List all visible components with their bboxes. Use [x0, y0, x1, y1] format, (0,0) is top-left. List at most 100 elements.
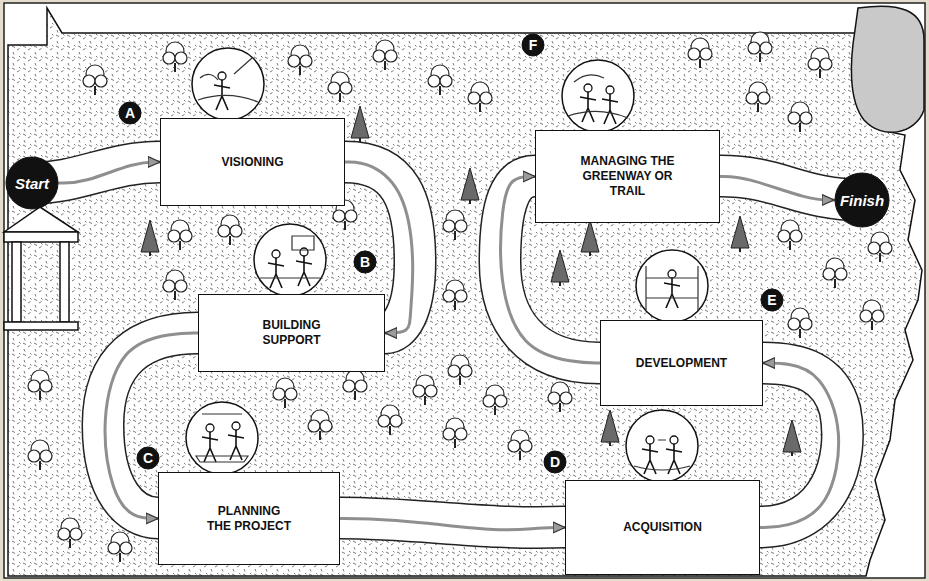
illustration-sketch: [634, 440, 690, 470]
tree: [860, 300, 884, 330]
illustration-circle: [254, 224, 326, 296]
step-letter: D: [550, 455, 560, 469]
stage-box: VISIONING: [160, 118, 345, 206]
circle-outline: [544, 451, 566, 473]
stage-box: ACQUISITION: [565, 480, 760, 575]
capitol-column: [60, 242, 69, 322]
pine: [601, 410, 619, 446]
stage-box: MANAGING THE GREENWAY OR TRAIL: [535, 130, 720, 223]
building-support-illustration: [254, 224, 326, 296]
flow-arrow: [59, 162, 160, 183]
stage-label: DEVELOPMENT: [636, 356, 727, 371]
tree: [28, 370, 52, 400]
tree: [448, 355, 472, 385]
acquisition-illustration: [626, 410, 698, 482]
tree: [428, 65, 452, 95]
step-letter-circle: B: [353, 250, 377, 274]
pine: [551, 250, 569, 286]
tree: [443, 210, 467, 240]
circle-outline: [119, 102, 141, 124]
stage-illustrations: [186, 48, 708, 482]
stage-box: BUILDING SUPPORT: [198, 294, 385, 372]
panel: [4, 3, 925, 578]
step-letter: A: [125, 106, 135, 120]
person: [296, 248, 312, 286]
stage-label: ACQUISITION: [623, 520, 702, 535]
pine: [731, 216, 749, 252]
circle-outline: [522, 34, 544, 56]
circle-outline: [6, 157, 58, 209]
tree: [288, 45, 312, 75]
tree: [308, 410, 332, 440]
terminal-label: Finish: [840, 193, 884, 208]
step-letter: E: [767, 293, 776, 307]
tree: [413, 375, 437, 405]
tree: [868, 232, 892, 262]
step-letter-circle: C: [136, 446, 160, 470]
trail: [32, 162, 862, 527]
tree: [746, 82, 770, 112]
planning-illustration: [186, 402, 258, 474]
tree: [83, 65, 107, 95]
tree: [163, 270, 187, 300]
stage-label: MANAGING THE GREENWAY OR TRAIL: [578, 154, 678, 199]
person: [580, 84, 596, 122]
step-letter-circle: D: [543, 450, 567, 474]
person: [664, 270, 680, 308]
illustration-circle: [562, 60, 634, 132]
tree: [328, 72, 352, 102]
flow-arrow: [760, 363, 839, 528]
stage-box: PLANNING THE PROJECT: [158, 472, 340, 565]
tree: [273, 378, 297, 408]
tree: [218, 215, 242, 245]
illustration-circle: [186, 402, 258, 474]
terminal-label: Start: [15, 176, 49, 191]
tree: [748, 32, 772, 62]
tree: [168, 220, 192, 250]
stage-label: BUILDING SUPPORT: [248, 318, 335, 348]
stage-label: VISIONING: [221, 155, 283, 170]
tree: [373, 40, 397, 70]
pine: [351, 106, 369, 142]
capitol-column: [12, 242, 21, 322]
pine: [461, 168, 479, 204]
stage-box: DEVELOPMENT: [600, 320, 763, 406]
tree: [508, 430, 532, 460]
illustration-circle: [192, 48, 264, 120]
flow-arrow: [340, 519, 565, 530]
person: [228, 422, 244, 460]
flow-arrow: [720, 177, 834, 201]
illustration-sketch: [260, 236, 320, 278]
illustration-sketch: [198, 58, 258, 102]
tree: [163, 42, 187, 72]
terminal-circle: Start: [5, 156, 59, 210]
circle-outline: [137, 447, 159, 469]
step-letter-circle: F: [521, 33, 545, 57]
pine: [141, 220, 159, 256]
lake: [851, 6, 924, 132]
tree: [688, 38, 712, 68]
illustration-circle: [636, 250, 708, 322]
illustration-circle: [626, 410, 698, 482]
capitol-building: [4, 207, 78, 330]
managing-illustration: [562, 60, 634, 132]
tree: [58, 518, 82, 548]
tree: [28, 440, 52, 470]
tree: [808, 48, 832, 78]
visioning-illustration: [192, 48, 264, 120]
step-letter: F: [529, 38, 538, 52]
trail-edge: [32, 162, 862, 527]
tree: [823, 258, 847, 288]
tree: [788, 102, 812, 132]
tree: [548, 382, 572, 412]
person: [268, 250, 284, 288]
capitol-beam: [4, 232, 78, 242]
tree: [778, 220, 802, 250]
tree: [443, 418, 467, 448]
step-letter-circle: E: [760, 288, 784, 312]
tree: [468, 82, 492, 112]
pine: [581, 220, 599, 256]
circle-outline: [835, 173, 889, 227]
